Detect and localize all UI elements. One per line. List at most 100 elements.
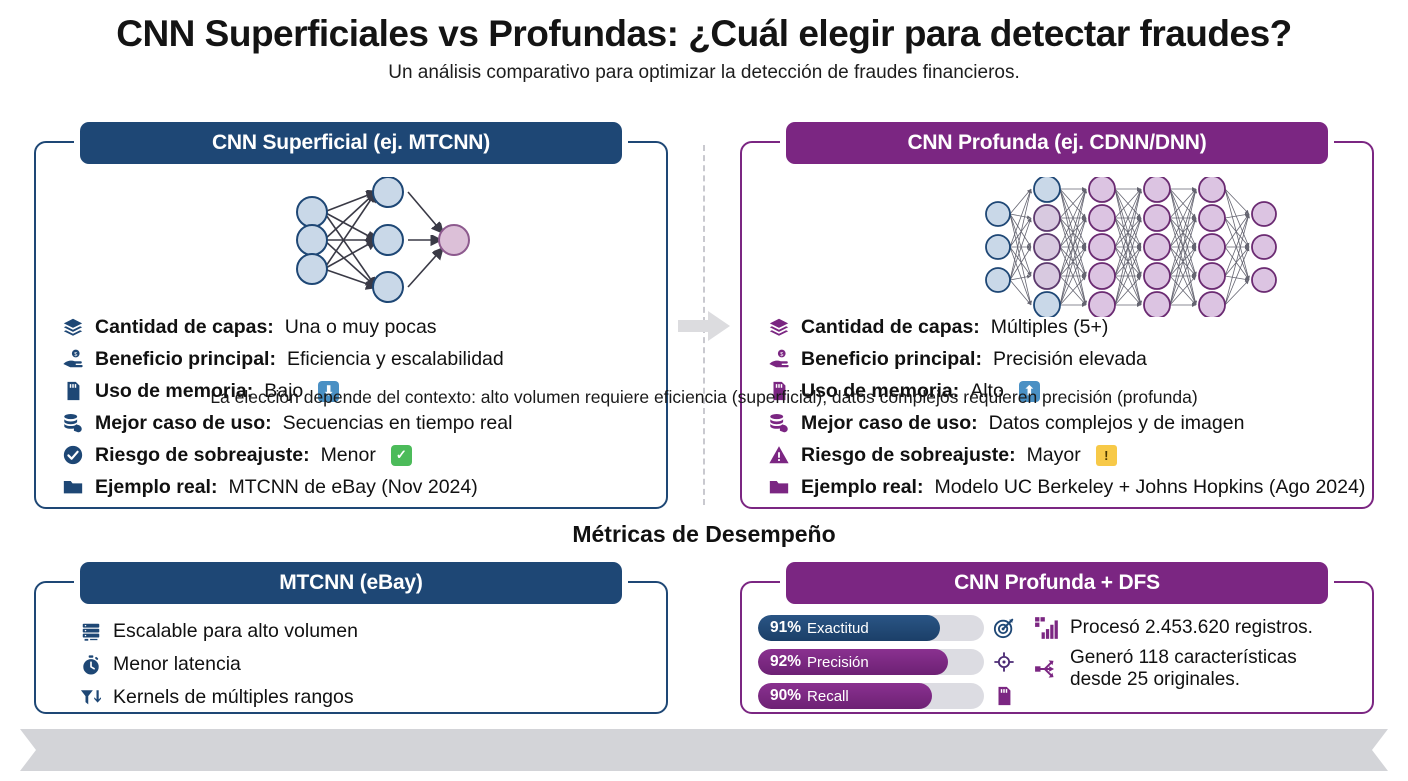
warning-badge: ! <box>1095 444 1117 466</box>
database-hand-icon <box>64 414 82 433</box>
shallow-cnn-panel: CNN Superficial (ej. MTCNN) Cantidad de … <box>34 122 668 509</box>
mtcnn-panel-header: MTCNN (eBay) <box>80 562 622 604</box>
list-item: Kernels de múltiples rangos <box>80 681 358 714</box>
list-item-label: Beneficio principal: <box>95 347 276 370</box>
arrow-down-badge: ⬇ <box>318 380 340 402</box>
metric-row: 91% Exactitud <box>758 611 1020 645</box>
list-item: Escalable para alto volumen <box>80 615 358 648</box>
deep-neural-network-diagram <box>985 177 1277 317</box>
target-arrow-icon <box>993 618 1014 639</box>
hand-coin-icon: $ <box>63 349 83 368</box>
list-item-value: Alto <box>970 379 1004 402</box>
mtcnn-metrics-panel: MTCNN (eBay) Escalable para alto volumen… <box>34 562 668 714</box>
progress-track: 92% Precisión <box>758 649 984 675</box>
check-circle-icon <box>63 445 83 465</box>
page-subtitle: Un análisis comparativo para optimizar l… <box>388 62 1020 83</box>
list-item-label: Mejor caso de uso: <box>95 411 272 434</box>
progress-fill: 92% Precisión <box>758 649 948 675</box>
progress-fill: 91% Exactitud <box>758 615 940 641</box>
arrow-up-badge: ⬆ <box>1018 380 1040 402</box>
metrics-section-heading: Métricas de Desempeño <box>572 521 836 547</box>
svg-text:$: $ <box>780 352 783 358</box>
list-item: Riesgo de sobreajuste: Mayor ! <box>768 439 1358 471</box>
list-item-label: Uso de memoria: <box>95 379 254 402</box>
database-hand-icon <box>770 414 788 433</box>
list-item: Riesgo de sobreajuste: Menor ✓ <box>62 439 652 471</box>
folder-icon <box>63 481 83 494</box>
list-item-label: Ejemplo real: <box>95 475 218 498</box>
fact-line-2: desde 25 originales. <box>1070 669 1241 691</box>
footer-text: La elección depende del contexto: alto v… <box>210 386 1198 407</box>
list-item-label: Beneficio principal: <box>801 347 982 370</box>
metric-percent: 90% <box>770 687 802 704</box>
list-item-value: Modelo UC Berkeley + Johns Hopkins (Ago … <box>934 475 1366 498</box>
list-item: Ejemplo real: MTCNN de eBay (Nov 2024) <box>62 471 652 503</box>
shallow-bullet-list: Cantidad de capas: Una o muy pocas $ Ben… <box>62 311 652 503</box>
shallow-neural-network-diagram <box>296 177 470 303</box>
folder-icon <box>769 481 789 494</box>
shallow-panel-header: CNN Superficial (ej. MTCNN) <box>80 122 622 164</box>
fact-line-1: Generó 118 características <box>1070 647 1297 668</box>
metric-percent: 91% <box>770 619 802 636</box>
list-item: Uso de memoria: Alto ⬆ <box>768 375 1358 407</box>
dfs-fact-list: Procesó 2.453.620 registros. Generó 118 … <box>1030 611 1362 713</box>
metric-label: Precisión <box>807 653 869 671</box>
deep-cnn-panel: CNN Profunda (ej. CDNN/DNN) Cantidad de … <box>740 122 1374 509</box>
list-item-value: Secuencias en tiempo real <box>282 411 513 434</box>
list-item: Mejor caso de uso: Secuencias en tiempo … <box>62 407 652 439</box>
list-item-text: Escalable para alto volumen <box>113 620 358 642</box>
server-rack-icon <box>82 623 100 641</box>
list-item-value: Menor <box>320 443 376 466</box>
list-item-label: Riesgo de sobreajuste: <box>801 443 1016 466</box>
deep-panel-header: CNN Profunda (ej. CDNN/DNN) <box>786 122 1328 164</box>
filter-sort-icon <box>80 689 101 704</box>
metric-percent: 92% <box>770 653 802 670</box>
list-item-value: Eficiencia y escalabilidad <box>286 347 504 370</box>
list-item: Menor latencia <box>80 648 358 681</box>
memory-card-icon <box>67 381 80 401</box>
list-item-value: Múltiples (5+) <box>990 315 1109 338</box>
metric-label: Exactitud <box>807 619 869 637</box>
deep-bullet-list: Cantidad de capas: Múltiples (5+) $ Bene… <box>768 311 1365 503</box>
bar-chart-icon <box>1035 617 1058 639</box>
fact-row: Procesó 2.453.620 registros. <box>1034 615 1362 641</box>
warning-triangle-icon <box>769 446 789 464</box>
comparison-arrow <box>678 311 730 341</box>
list-item-label: Ejemplo real: <box>801 475 924 498</box>
metric-row: 92% Precisión <box>758 645 1020 679</box>
memory-card-icon <box>773 381 786 401</box>
dfs-metrics-panel: CNN Profunda + DFS 91% Exactitud <box>740 562 1374 714</box>
svg-text:$: $ <box>74 352 77 358</box>
fact-text: Generó 118 características desde 25 orig… <box>1070 647 1297 692</box>
dfs-panel-header: CNN Profunda + DFS <box>786 562 1328 604</box>
memory-card-icon <box>998 686 1011 706</box>
list-item-value: Bajo <box>264 379 304 402</box>
list-item: Cantidad de capas: Múltiples (5+) <box>768 311 1358 343</box>
progress-track: 91% Exactitud <box>758 615 984 641</box>
list-item-value: Mayor <box>1026 443 1081 466</box>
hand-coin-icon: $ <box>769 349 789 368</box>
list-item: Mejor caso de uso: Datos complejos y de … <box>768 407 1358 439</box>
list-item: Uso de memoria: Bajo ⬇ <box>62 375 652 407</box>
list-item-value: Datos complejos y de imagen <box>988 411 1245 434</box>
metric-label: Recall <box>807 687 849 705</box>
footer-ribbon <box>20 729 1388 771</box>
fact-text: Procesó 2.453.620 registros. <box>1070 616 1313 638</box>
list-item-text: Kernels de múltiples rangos <box>113 686 354 708</box>
stopwatch-icon <box>83 654 99 675</box>
progress-track: 90% Recall <box>758 683 984 709</box>
list-item-value: Una o muy pocas <box>284 315 437 338</box>
list-item: $ Beneficio principal: Eficiencia y esca… <box>62 343 652 375</box>
share-nodes-icon <box>1035 660 1055 679</box>
list-item-label: Riesgo de sobreajuste: <box>95 443 310 466</box>
layers-icon <box>63 318 83 336</box>
list-item-label: Mejor caso de uso: <box>801 411 978 434</box>
crosshair-icon <box>994 652 1014 672</box>
layers-icon <box>769 318 789 336</box>
list-item: Ejemplo real: Modelo UC Berkeley + Johns… <box>768 471 1365 503</box>
list-item-label: Cantidad de capas: <box>95 315 274 338</box>
fact-row: Generó 118 características desde 25 orig… <box>1034 647 1362 692</box>
list-item-label: Cantidad de capas: <box>801 315 980 338</box>
list-item-text: Menor latencia <box>113 653 241 675</box>
check-badge: ✓ <box>390 444 412 466</box>
